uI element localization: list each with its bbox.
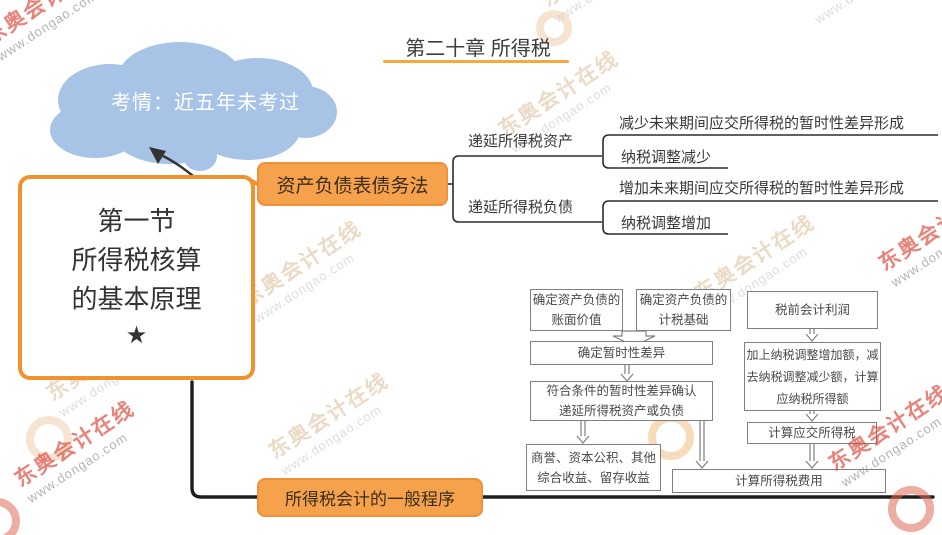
flow-box-tax-basis: 确定资产负债的 计税基础 (636, 289, 731, 331)
watermark-logo-icon (26, 416, 72, 462)
branch-balance-sheet-liability-method: 资产负债表债务法 (257, 162, 448, 206)
flow-box-temporary-difference: 确定暂时性差异 (530, 341, 713, 365)
title-underline (383, 60, 569, 63)
node-dtl-formation: 增加未来期间应交所得税的暂时性差异形成 (619, 180, 905, 197)
flow-box-recognize-deferred: 符合条件的暂时性差异确认 递延所得税资产或负债 (530, 381, 713, 421)
section-title-line: 的基本原理 (71, 284, 202, 315)
branch-general-procedure: 所得税会计的一般程序 (257, 478, 483, 517)
flow-box-goodwill-equity: 商誉、资本公积、其他 综合收益、留存收益 (526, 444, 661, 491)
flow-box-book-value: 确定资产负债的 账面价值 (530, 289, 623, 331)
node-deferred-tax-liability: 递延所得税负债 (468, 199, 574, 216)
node-dtl-adjust-increase: 纳税调整增加 (621, 215, 712, 232)
watermark-logo-icon (0, 498, 20, 535)
flow-box-taxable-income: 加上纳税调整增加额，减 去纳税调整减少额，计算 应纳税所得额 (744, 342, 881, 411)
watermark-logo-icon (888, 486, 934, 532)
flow-box-tax-payable: 计算应交所得税 (747, 422, 877, 444)
arrowhead-icon (149, 147, 166, 164)
node-dta-adjust-decrease: 纳税调整减少 (621, 149, 712, 166)
watermark: 东奥会计在线 www.dongao.com (264, 369, 393, 478)
chapter-title: 第二十章 所得税 (405, 38, 551, 60)
flow-box-tax-expense: 计算所得税费用 (672, 469, 886, 493)
watermark: 东奥会计在线 www.dongao.com (237, 217, 366, 326)
node-dta-formation: 减少未来期间应交所得税的暂时性差异形成 (619, 115, 905, 132)
watermark: 东奥会计在线 www.dongao.com (535, 0, 675, 26)
exam-note-cloud: 考情：近五年未考过 (111, 92, 300, 114)
watermark: 东奥会计在线 www.dongao.com (0, 0, 109, 64)
section-root-node: 第一节 所得税核算 的基本原理 ★ (18, 175, 255, 380)
section-title-line: 所得税核算 (71, 245, 202, 276)
node-deferred-tax-asset: 递延所得税资产 (468, 133, 574, 150)
flow-box-pretax-profit: 税前会计利润 (747, 291, 878, 329)
watermark: www.dongao.com (812, 0, 918, 27)
watermark: 东奥会计在线 www.dongao.com (10, 397, 139, 506)
section-title-line: 第一节 (97, 206, 176, 237)
importance-star-icon: ★ (125, 322, 148, 350)
